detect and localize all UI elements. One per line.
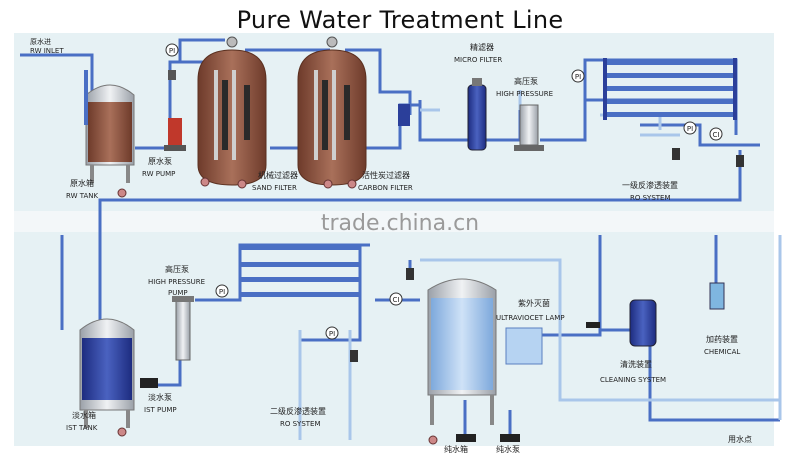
ist-pump <box>140 378 158 388</box>
ro1-en: RO SYSTEM <box>630 194 671 202</box>
high-pressure-en: HIGH PRESSURE <box>496 90 553 98</box>
svg-text:PI: PI <box>575 73 581 81</box>
svg-text:PI: PI <box>687 125 693 133</box>
uv-lamp <box>505 327 543 365</box>
lower-pipes-light <box>298 235 782 440</box>
ci-gauge-2: CI <box>389 292 403 306</box>
ist-tank-cn: 淡水箱 <box>72 410 96 420</box>
ro-system-2 <box>240 245 360 297</box>
chemical-dosing-tank <box>709 282 725 310</box>
raw-tank-cn: 原水箱 <box>70 178 94 188</box>
sand-filter-vessel <box>197 36 267 189</box>
ro1-cn: 一级反渗透装置 <box>622 180 678 190</box>
hp-pump2-cn: 高压泵 <box>165 264 189 274</box>
cleaning-en: CLEANING SYSTEM <box>600 376 666 384</box>
sand-filter-cn: 机械过滤器 <box>258 170 298 180</box>
ist-pump-cn: 淡水泵 <box>148 392 172 402</box>
ist-pump-en: IST PUMP <box>144 406 177 414</box>
carbon-filter-vessel <box>297 36 367 189</box>
pure-pump-cn: 纯水泵 <box>496 444 520 454</box>
raw-pump-en: RW PUMP <box>142 170 175 178</box>
chemical-cn: 加药装置 <box>706 334 738 344</box>
flow-meter-1 <box>672 148 680 160</box>
micro-filter <box>467 78 487 151</box>
inlet-drop-pipe <box>84 70 88 125</box>
chemical-en: CHEMICAL <box>704 348 740 356</box>
high-pressure-cn: 高压泵 <box>514 76 538 86</box>
ist-tank-en: IST TANK <box>66 424 98 432</box>
use-point-cn: 用水点 <box>728 434 752 444</box>
raw-water-tank <box>85 84 135 198</box>
ro2-en: RO SYSTEM <box>280 420 321 428</box>
raw-tank-en: RW TANK <box>66 192 98 200</box>
pure-pump-b <box>500 434 520 442</box>
pure-water-tank <box>427 278 497 445</box>
ci-gauge-1: CI <box>709 127 723 141</box>
svg-text:CI: CI <box>713 131 720 139</box>
pure-pump-a <box>456 434 476 442</box>
ro2-cn: 二级反渗透装置 <box>270 406 326 416</box>
high-pressure-pump-2 <box>172 296 194 361</box>
watermark-text: trade.china.cn <box>321 211 479 236</box>
pi-gauge-1: PI <box>165 43 179 80</box>
pi-gauge-3: PI <box>683 121 697 135</box>
raw-inlet-en: RW INLET <box>30 47 64 55</box>
uv-en: ULTRAVIOCET LAMP <box>496 314 565 322</box>
raw-inlet-cn: 原水进 <box>30 37 51 46</box>
pure-tank-cn: 纯水箱 <box>444 444 468 454</box>
ro-system-1 <box>603 58 737 120</box>
pi-gauge-4: PI <box>215 284 229 298</box>
hp-pump2-en1: HIGH PRESSURE <box>148 278 205 286</box>
uv-cn: 紫外灭菌 <box>518 298 550 308</box>
sand-filter-en: SAND FILTER <box>252 184 297 192</box>
micro-filter-cn: 精滤器 <box>470 42 494 52</box>
hp-pump2-en2: PUMP <box>168 289 188 297</box>
raw-water-pump <box>164 118 186 151</box>
micro-filter-en: MICRO FILTER <box>454 56 502 64</box>
labels: 原水进 RW INLET 原水箱 RW TANK 原水泵 RW PUMP 机械过… <box>30 37 752 454</box>
high-pressure-pump-1 <box>514 104 544 151</box>
flow-meter-3 <box>406 268 414 280</box>
dosing-box <box>398 104 410 126</box>
watermark-band <box>14 211 774 232</box>
flow-meter-4 <box>350 350 358 362</box>
pi-gauge-5: PI <box>325 326 339 340</box>
ist-water-tank <box>79 318 135 437</box>
cleaning-tank <box>586 299 657 347</box>
flow-meter-2 <box>736 155 744 167</box>
svg-text:CI: CI <box>393 296 400 304</box>
carbon-filter-en: CARBON FILTER <box>358 184 413 192</box>
svg-text:PI: PI <box>329 330 335 338</box>
svg-text:PI: PI <box>219 288 225 296</box>
svg-text:PI: PI <box>169 47 175 55</box>
cleaning-cn: 清洗装置 <box>620 359 652 369</box>
diagram-title: Pure Water Treatment Line <box>236 6 564 34</box>
pi-gauge-2: PI <box>571 69 585 83</box>
raw-pump-cn: 原水泵 <box>148 156 172 166</box>
carbon-filter-cn: 活性炭过滤器 <box>362 170 410 180</box>
